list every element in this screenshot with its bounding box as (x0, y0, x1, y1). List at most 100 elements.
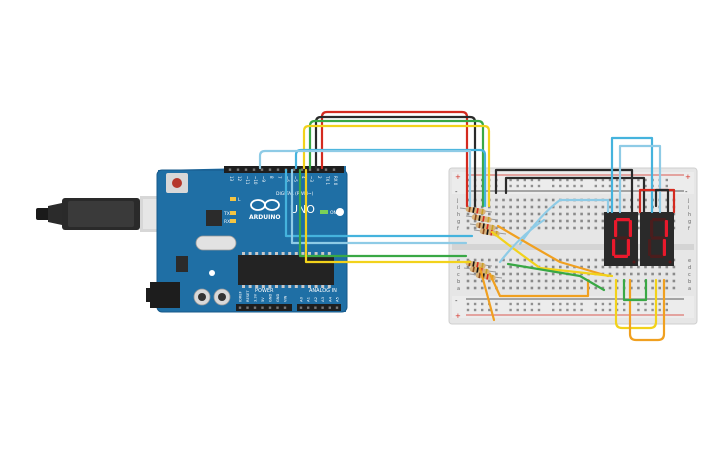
rail-hole (651, 302, 654, 306)
rail-hole (566, 302, 569, 306)
header-pin[interactable] (253, 306, 257, 309)
breadboard-hole (651, 279, 654, 283)
breadboard-hole (580, 212, 583, 216)
wire-light-blue[interactable] (618, 144, 662, 214)
rail-hole (615, 184, 619, 188)
breadboard-hole (665, 198, 669, 202)
rail-hole (559, 308, 562, 312)
breadboard-hole (466, 286, 470, 290)
chip-pin (327, 285, 331, 288)
header-pin[interactable] (307, 306, 310, 309)
header-pin[interactable] (299, 306, 303, 309)
breadboard-hole (509, 272, 512, 276)
wire-black[interactable] (504, 176, 646, 214)
wire-green[interactable] (622, 278, 648, 302)
l-led (230, 197, 236, 201)
wire-yellow[interactable] (302, 124, 491, 208)
rail-hole (651, 308, 654, 312)
header-pin[interactable] (335, 306, 339, 309)
header-pin[interactable] (228, 168, 232, 171)
header-pin[interactable] (276, 306, 279, 309)
rail-plus-label: + (685, 173, 691, 181)
breadboard-hole (516, 212, 519, 216)
header-pin[interactable] (260, 168, 264, 171)
wire-green[interactable] (506, 262, 606, 292)
breadboard-hole (637, 279, 640, 283)
wire-green[interactable] (308, 119, 485, 208)
header-pin[interactable] (238, 306, 242, 309)
wire-light-blue[interactable] (498, 218, 546, 264)
header-pin[interactable] (321, 306, 324, 309)
row-letter: f (688, 226, 690, 232)
wire-light-blue[interactable] (258, 149, 472, 208)
breadboard-hole (658, 272, 661, 276)
header-pin[interactable] (236, 168, 240, 171)
breadboard-hole (537, 286, 541, 290)
header-pin[interactable] (332, 168, 336, 171)
row-letter: a (688, 286, 691, 292)
breadboard-hole (516, 265, 519, 269)
header-pin[interactable] (283, 306, 287, 309)
wire-orange[interactable] (628, 278, 666, 342)
wire-black[interactable] (494, 168, 634, 214)
wire-light-blue[interactable] (518, 198, 610, 246)
header-pin[interactable] (308, 168, 312, 171)
row-letter: h (457, 212, 460, 218)
wire-orange[interactable] (488, 272, 590, 298)
analog-pin-label: A5 (335, 296, 340, 302)
wire-light-blue[interactable] (290, 168, 468, 245)
analog-header-label: ANALOG IN (309, 288, 337, 294)
seven-segment-displays[interactable] (604, 212, 674, 266)
breadboard-hole (466, 212, 470, 216)
wire-yellow[interactable] (614, 278, 658, 330)
breadboard-hole (587, 219, 590, 223)
reset-button-cap[interactable] (172, 178, 182, 188)
wire-orange[interactable] (496, 224, 610, 278)
breadboard-hole (608, 279, 612, 283)
rail-hole (601, 178, 605, 182)
voltage-regulator (176, 256, 188, 272)
header-pin[interactable] (244, 168, 248, 171)
resistor[interactable] (459, 206, 493, 215)
breadboard-hole (530, 272, 534, 276)
wire-blue[interactable] (610, 136, 654, 214)
breadboard-hole (537, 198, 541, 202)
breadboard-hole (551, 265, 555, 269)
wire-green[interactable] (298, 168, 468, 258)
header-pin[interactable] (261, 306, 264, 309)
resistor[interactable] (465, 214, 499, 223)
wire-blue[interactable] (284, 168, 474, 238)
header-pin[interactable] (324, 168, 328, 171)
breadboard-hole (516, 279, 519, 283)
resistors[interactable] (459, 206, 507, 281)
wire-orange[interactable] (478, 266, 496, 322)
header-pin[interactable] (328, 306, 331, 309)
header-pin[interactable] (268, 306, 272, 309)
header-pin[interactable] (316, 168, 320, 171)
wire-black[interactable] (654, 188, 670, 214)
header-pin[interactable] (314, 306, 317, 309)
header-pin[interactable] (300, 168, 304, 171)
rail-hole (580, 302, 583, 306)
rail-hole (615, 308, 619, 312)
wire-yellow[interactable] (304, 168, 472, 264)
wire-red[interactable] (320, 110, 469, 208)
header-pin[interactable] (292, 168, 296, 171)
header-pin[interactable] (246, 306, 249, 309)
header-pin[interactable] (252, 168, 256, 171)
dc-power-jack[interactable] (150, 282, 180, 308)
header-pin[interactable] (268, 168, 272, 171)
header-pin[interactable] (276, 168, 280, 171)
rail-minus-label: - (455, 188, 458, 196)
wire-yellow[interactable] (490, 230, 614, 278)
breadboard-hole (622, 198, 626, 202)
dc-power-jack-tip (146, 288, 152, 302)
breadboard-hole (594, 265, 598, 269)
breadboard-hole (587, 265, 590, 269)
chip-pin (327, 252, 331, 255)
breadboard-hole (495, 272, 498, 276)
chip-pin (281, 285, 285, 288)
resistor[interactable] (469, 222, 503, 231)
